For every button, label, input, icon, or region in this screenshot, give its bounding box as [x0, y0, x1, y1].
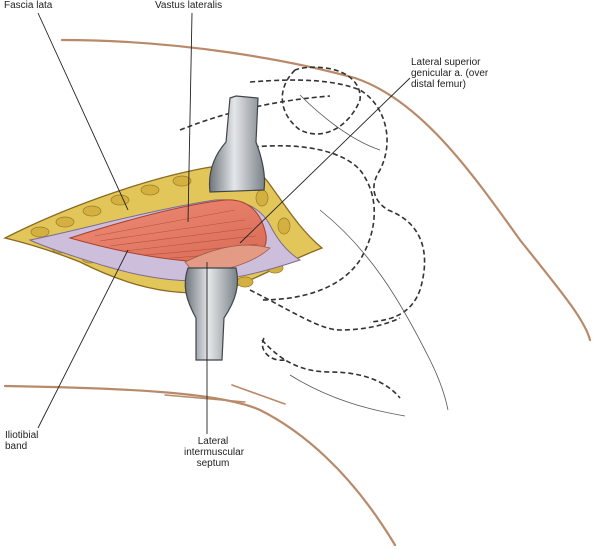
- label-lateral-superior-genicular-artery: Lateral superior genicular a. (over dist…: [411, 57, 489, 90]
- label-iliotibial-band: Iliotibial band: [5, 430, 39, 452]
- lower-retractor: [184, 267, 239, 361]
- skin-outline: [3, 38, 592, 547]
- label-lateral-intermuscular-septum: Lateral intermuscular septum: [184, 436, 245, 469]
- upper-retractor: [208, 95, 266, 193]
- label-vastus-lateralis: Vastus lateralis: [155, 0, 223, 11]
- bone-outline-dashed: [179, 66, 426, 399]
- leader-lines: [37, 12, 411, 434]
- bone-outline-thin: [289, 94, 449, 417]
- label-fascia-lata: Fascia lata: [4, 0, 53, 11]
